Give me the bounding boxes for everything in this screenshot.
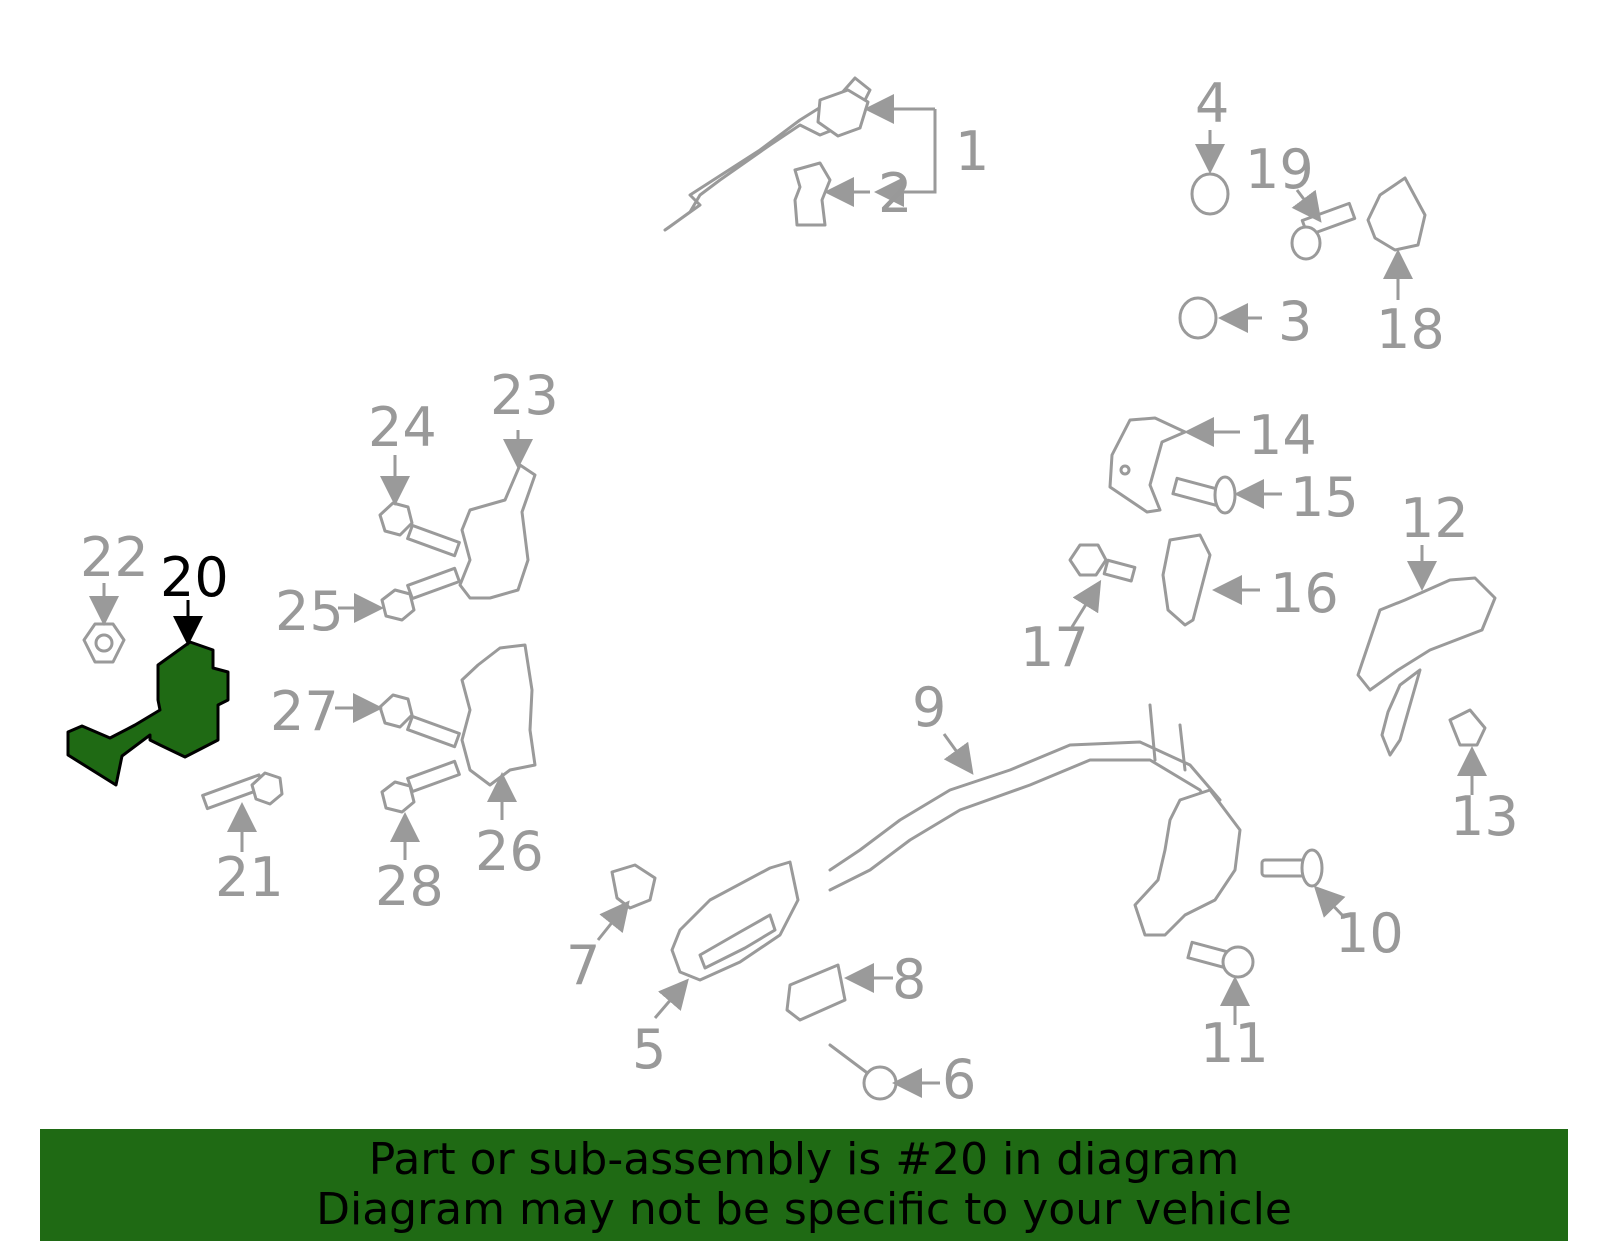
callout-8: 8 [892,948,926,1011]
leader-1-bracket [874,109,937,207]
callout-5: 5 [632,1018,666,1081]
part-7-clip [610,863,657,910]
callout-3: 3 [1278,290,1312,353]
part-28-bolt [380,759,461,814]
part-9-cable [828,703,1227,892]
callout-6: 6 [942,1048,976,1111]
callout-27: 27 [270,680,339,743]
part-1-outside-handle [663,76,872,232]
callout-25: 25 [275,580,344,643]
callout-15: 15 [1290,466,1359,529]
part-5-inside-handle [670,860,800,982]
callout-labels: 1 2 3 4 5 6 7 8 9 10 11 12 13 14 15 16 1… [80,72,1519,1111]
callout-18: 18 [1376,298,1445,361]
callout-20: 20 [160,546,229,609]
leader-7 [596,900,630,941]
part-3-plug [1178,296,1218,340]
part-2-handle-cap [793,161,832,227]
banner-line-1: Part or sub-assembly is #20 in diagram [368,1134,1240,1185]
part-21-bolt [201,771,284,811]
banner-line-2: Diagram may not be specific to your vehi… [316,1184,1292,1235]
part-15-screw [1171,475,1237,515]
leader-17 [1070,579,1102,628]
callout-7: 7 [566,934,600,997]
part-4-plug [1190,172,1230,216]
door-lock-actuator [1133,788,1242,937]
part-24-bolt [378,501,461,558]
callout-1: 1 [955,120,989,183]
part-10-screw [1260,848,1324,888]
leader-19 [1291,189,1322,223]
part-17-bolt [1068,543,1137,583]
callout-19: 19 [1245,138,1314,201]
part-26-hinge [460,643,537,787]
callout-12: 12 [1400,487,1469,550]
callout-2: 2 [878,162,912,225]
callout-24: 24 [368,396,437,459]
callout-14: 14 [1248,404,1317,467]
leader-5 [653,978,689,1019]
callout-21: 21 [215,846,284,909]
callout-17: 17 [1020,616,1089,679]
callout-11: 11 [1200,1012,1269,1075]
part-11-bolt [1186,940,1255,979]
callout-23: 23 [490,364,559,427]
callout-28: 28 [375,855,444,918]
part-6-screw [828,1043,898,1101]
info-banner: Part or sub-assembly is #20 in diagram D… [40,1129,1568,1241]
part-8-cover [785,963,847,1022]
part-25-bolt [380,566,461,622]
part-19-screw [1290,201,1357,261]
part-27-bolt [378,693,461,749]
leader-10 [1313,885,1347,920]
part-23-hinge [458,463,537,600]
callout-22: 22 [80,526,149,589]
callout-26: 26 [475,820,544,883]
callout-4: 4 [1195,72,1229,135]
part-14-bracket [1108,416,1187,514]
part-16-bracket [1161,533,1212,627]
callout-10: 10 [1335,902,1404,965]
callout-16: 16 [1270,562,1339,625]
part-20-door-check[interactable] [66,640,230,787]
leader-9 [942,733,974,775]
callout-13: 13 [1450,785,1519,848]
part-18-bracket [1366,176,1427,252]
part-22-nut [82,622,126,664]
part-13-fastener [1448,708,1487,747]
callout-9: 9 [912,676,946,739]
